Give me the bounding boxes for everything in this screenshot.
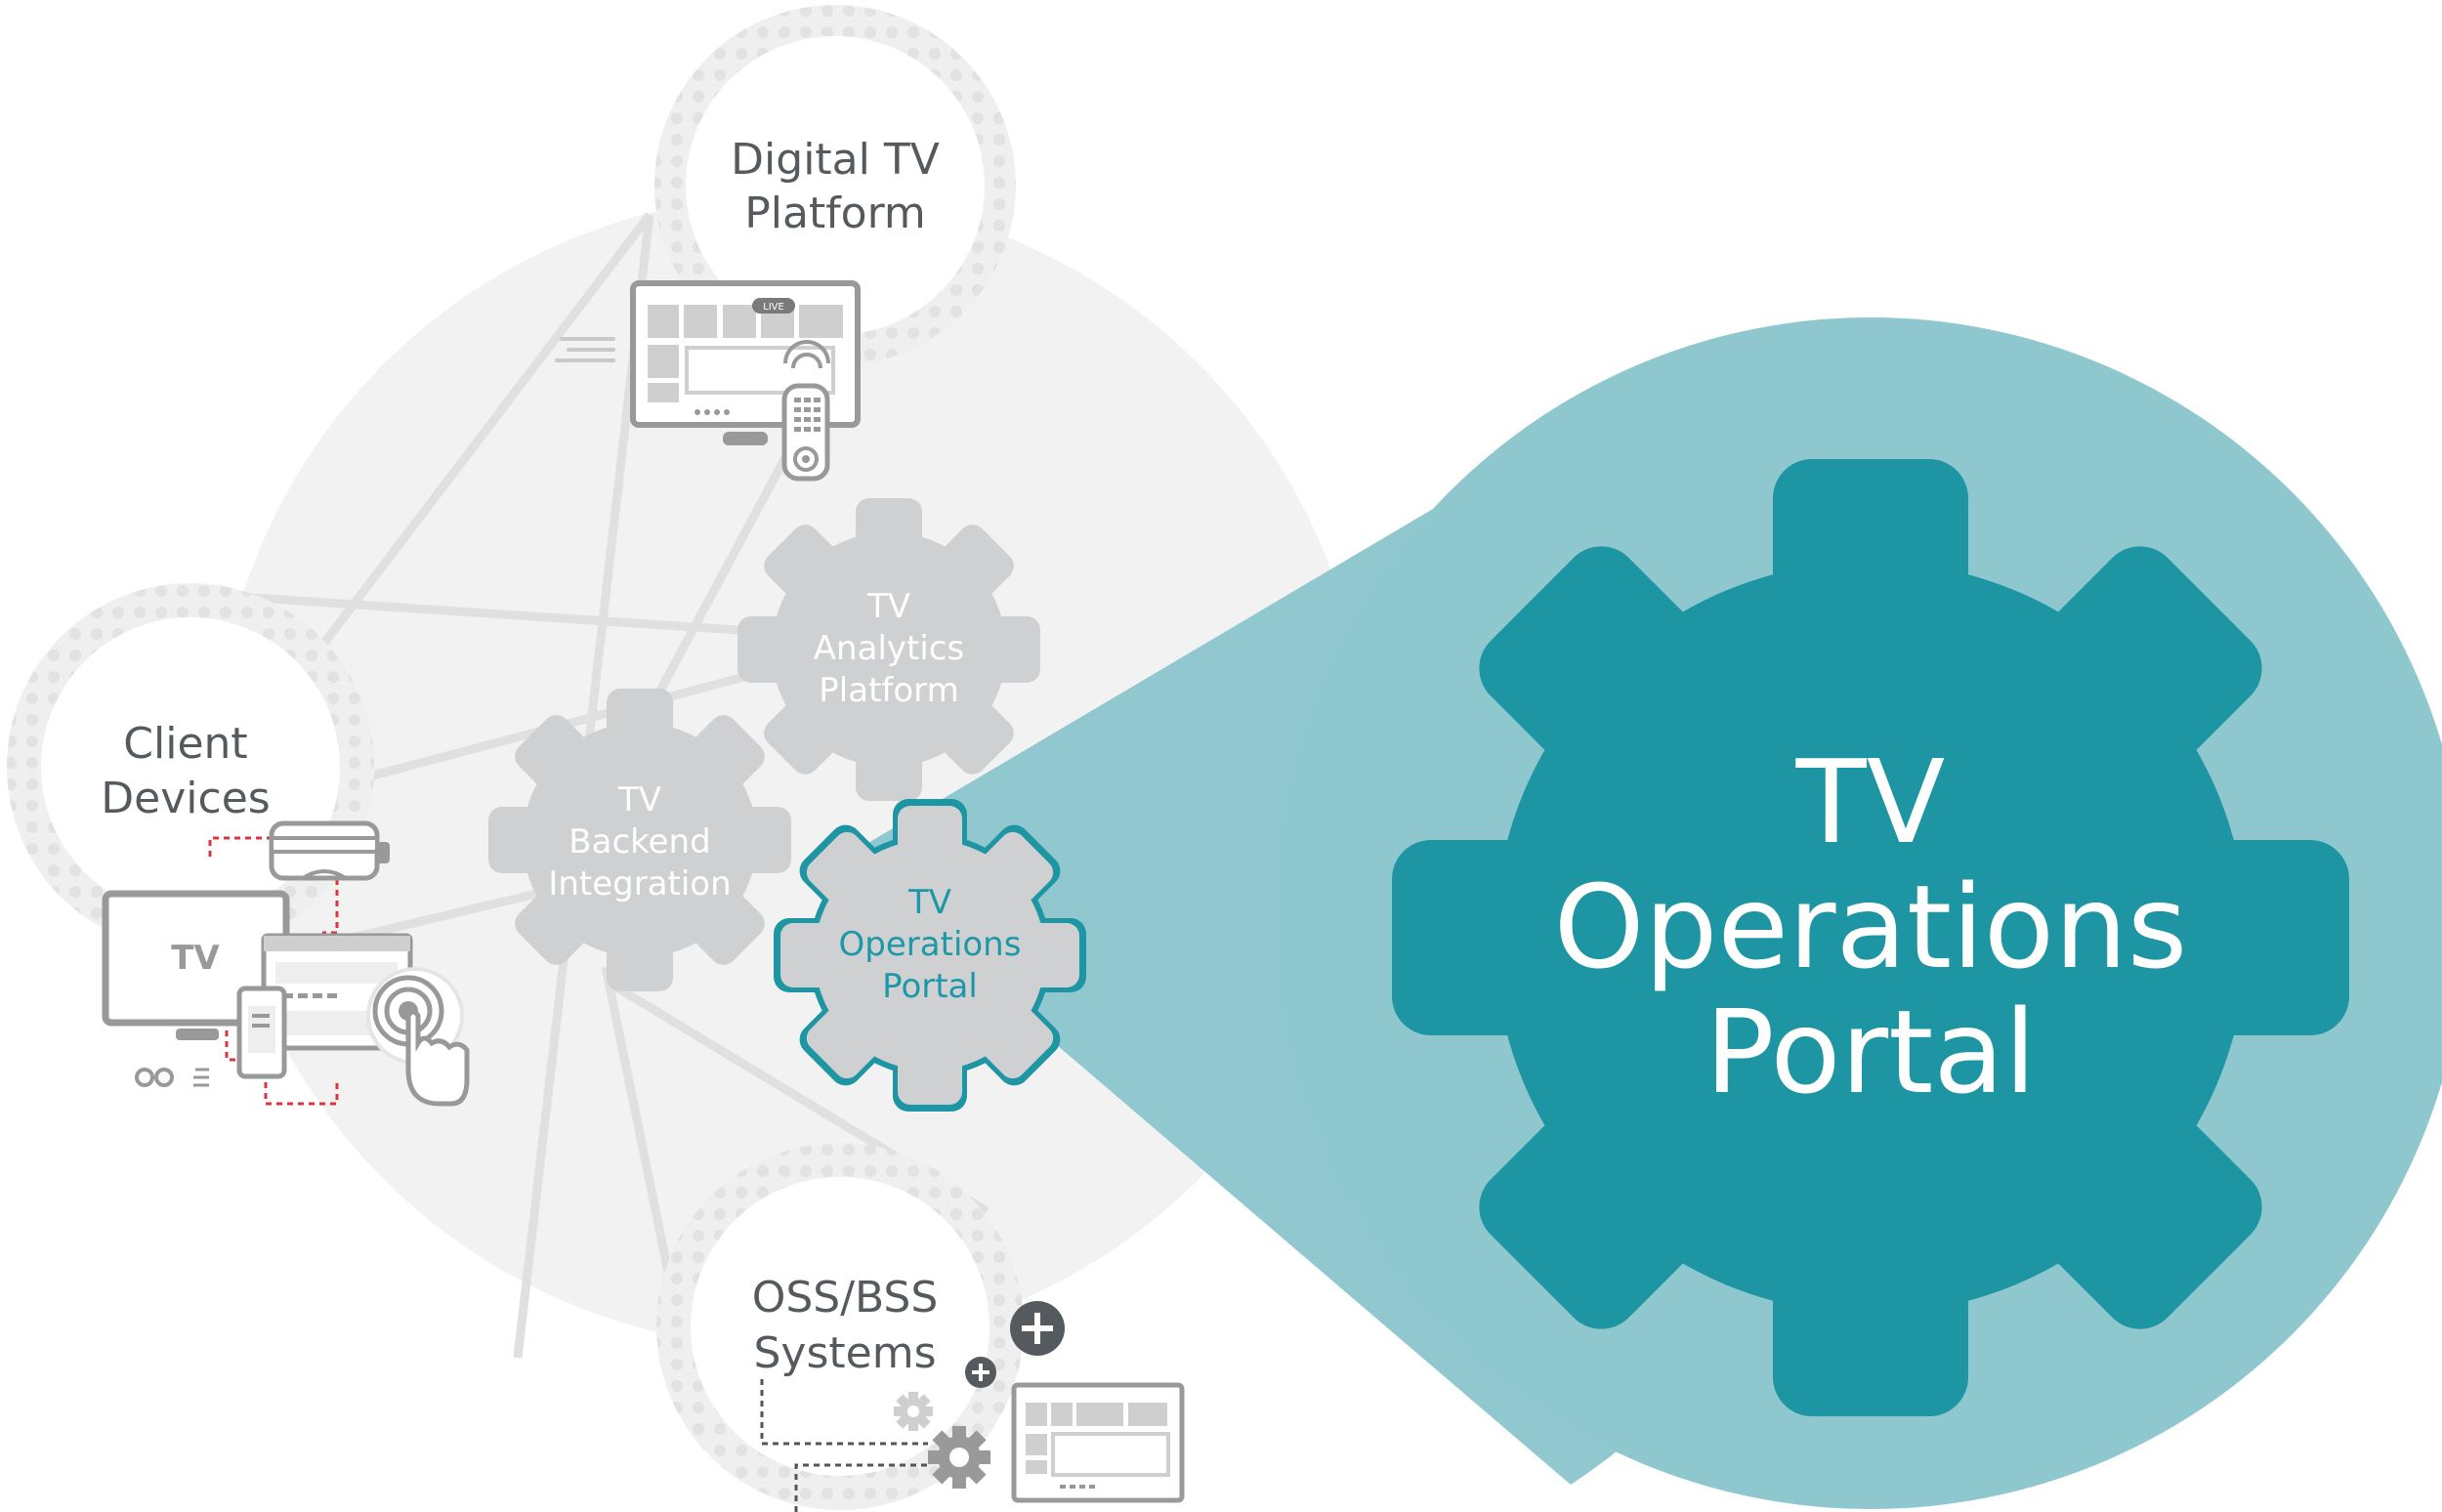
gear-operations-label-1: TV (907, 883, 951, 922)
gear-operations-label-3: Portal (882, 967, 978, 1006)
smartphone-icon (236, 986, 287, 1079)
vr-headset-icon (269, 820, 390, 881)
menu-lines-icon (193, 1068, 209, 1087)
gear-small-icon (894, 1392, 933, 1431)
client-devices-icon: TV (102, 820, 470, 1107)
plus-small-icon (965, 1357, 996, 1388)
live-badge: LIVE (763, 302, 784, 313)
glasses-icon (135, 1068, 174, 1087)
gear-tv-operations-portal (774, 799, 1086, 1112)
node-label-client-devices-2: Devices (101, 774, 270, 823)
node-label-client-devices-1: Client (123, 719, 247, 769)
gear-tv-analytics-platform (737, 498, 1040, 801)
big-gear-label-2: Operations (1554, 860, 2188, 994)
smart-tv-remote-icon: LIVE (555, 280, 861, 482)
oss-bss-icon (760, 1301, 1185, 1512)
touch-hand-icon (366, 967, 470, 1107)
gear-analytics-label-3: Platform (819, 671, 958, 710)
big-operations-gear (1392, 459, 2349, 1416)
node-circle-client-devices (41, 617, 340, 916)
gear-operations-label-2: Operations (839, 925, 1022, 964)
gear-backend-label-3: Integration (548, 864, 731, 903)
node-circle-digital-tv (686, 36, 985, 335)
big-gear-label-3: Portal (1705, 985, 2036, 1119)
node-label-oss-bss-2: Systems (754, 1328, 937, 1378)
gear-backend-label-1: TV (617, 780, 661, 819)
big-gear-label-1: TV (1795, 735, 1946, 869)
node-label-digital-tv-2: Platform (744, 189, 926, 238)
plus-large-icon (1010, 1301, 1065, 1356)
node-label-digital-tv-1: Digital TV (731, 135, 940, 185)
gear-analytics-label-2: Analytics (814, 629, 964, 668)
gear-tv-backend-integration (488, 689, 791, 991)
gear-analytics-label-1: TV (866, 587, 910, 626)
tv-icon-label: TV (171, 939, 220, 978)
node-circle-oss-bss (691, 1177, 989, 1476)
gear-backend-label-2: Backend (568, 822, 710, 861)
dashboard-window-icon (1011, 1382, 1185, 1503)
node-label-oss-bss-1: OSS/BSS (752, 1273, 939, 1323)
gear-large-icon (928, 1426, 990, 1489)
